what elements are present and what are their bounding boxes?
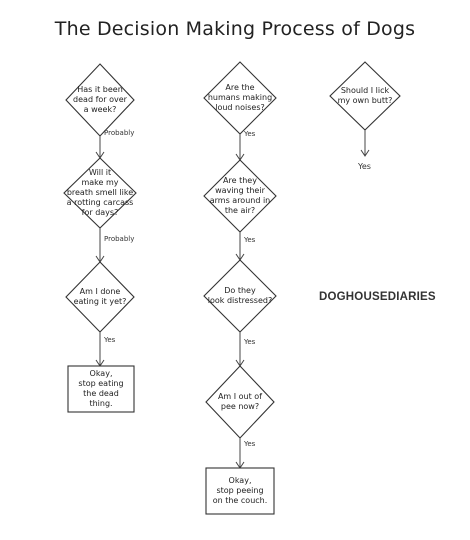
- node-text-loud-noises: Are the humans making loud noises?: [207, 83, 273, 112]
- brand-logo-text: DOGHOUSEDIARIES: [319, 291, 436, 303]
- edge-label-b3-b4: Yes: [244, 338, 256, 346]
- arrowhead-c1-yes: [360, 149, 370, 157]
- outcome-box-stop-eating: [67, 365, 135, 413]
- node-text-dead-for-week: Has it been dead for over a week?: [73, 85, 127, 114]
- node-text-stop-eating: Okay, stop eating the dead thing.: [78, 369, 124, 408]
- outcome-box-stop-peeing: [205, 467, 275, 515]
- edge-label-c1-yes: Yes: [358, 162, 371, 171]
- edge-label-b2-b3: Yes: [244, 236, 256, 244]
- node-text-out-of-pee: Am I out of pee now?: [217, 392, 263, 411]
- node-text-stop-peeing: Okay, stop peeing on the couch.: [212, 476, 268, 505]
- diagram-title: The Decision Making Process of Dogs: [54, 18, 416, 40]
- edge-label-a3-a4: Yes: [104, 336, 116, 344]
- edge-label-a1-a2: Probably: [104, 129, 135, 137]
- edge-label-b4-b5: Yes: [244, 440, 256, 448]
- node-text-lick-butt: Should I lick my own butt?: [337, 86, 393, 105]
- node-text-look-distressed: Do they look distressed?: [207, 286, 273, 305]
- edge-label-a2-a3: Probably: [104, 235, 135, 243]
- node-text-done-eating: Am I done eating it yet?: [73, 287, 127, 306]
- node-text-waving-arms: Are they waving their arms around in the…: [209, 176, 271, 215]
- node-text-breath-smell: Will it make my breath smell like a rott…: [66, 168, 134, 217]
- edge-label-b1-b2: Yes: [244, 130, 256, 138]
